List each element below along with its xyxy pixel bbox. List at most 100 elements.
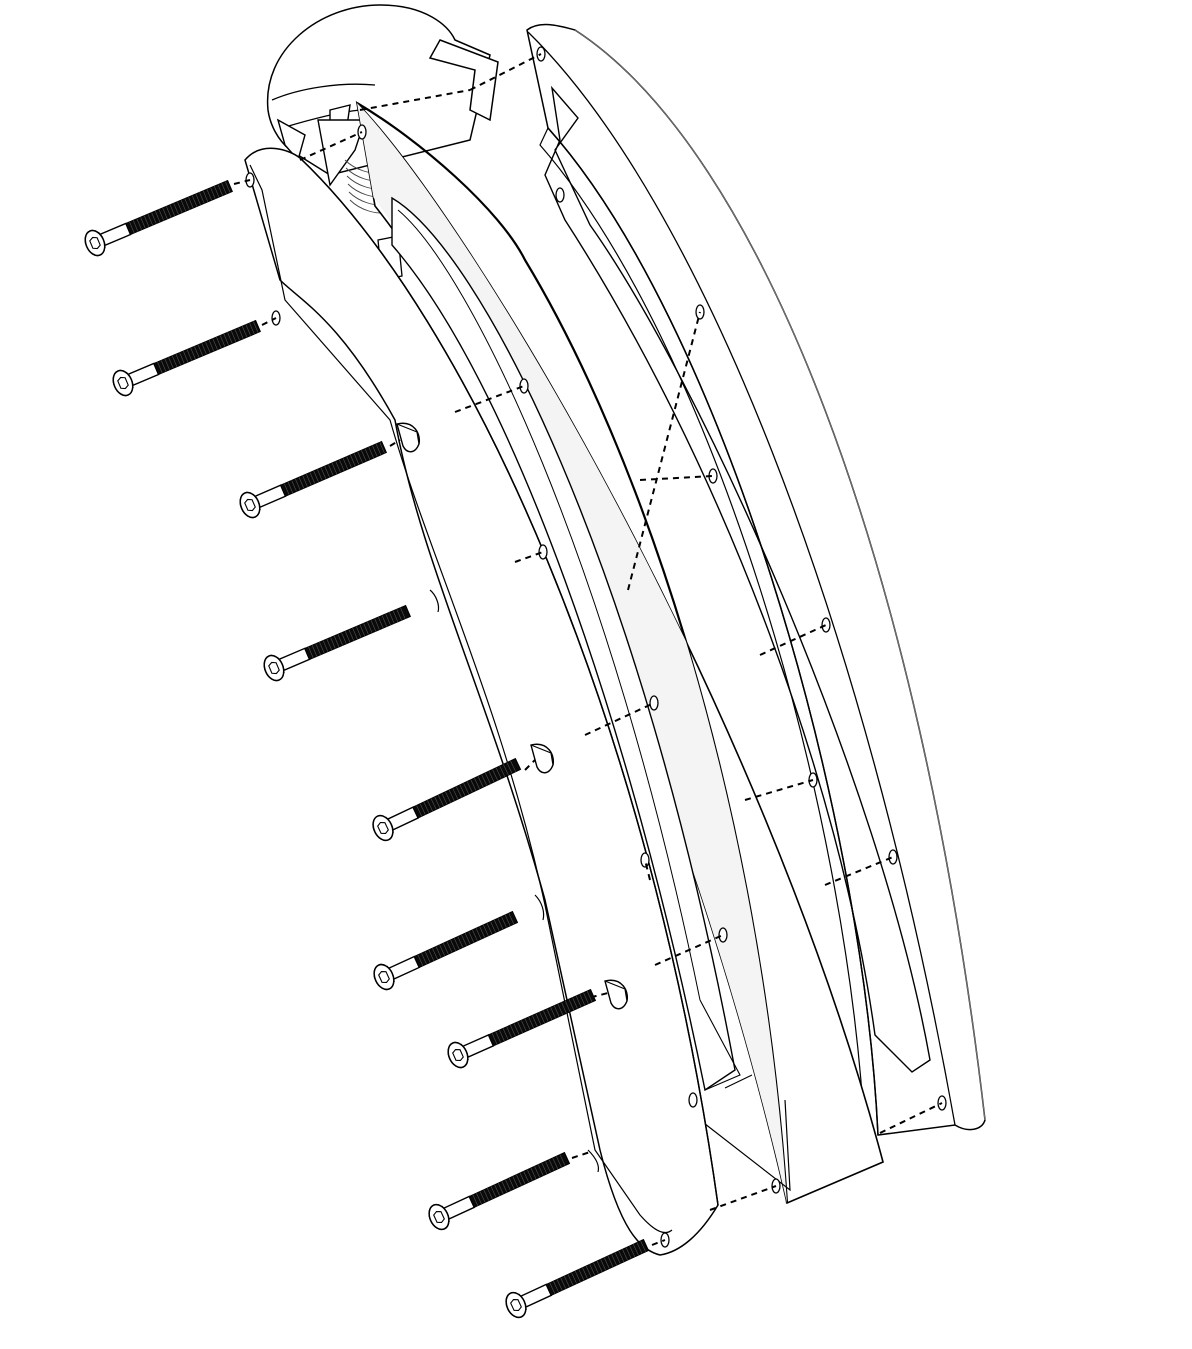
thread-ridge [604,1257,610,1269]
rear-plate-lip [539,127,866,1141]
thread-ridge [212,338,218,350]
thread-ridge [556,1156,562,1168]
thread-ridge [249,322,255,335]
thread-ridge [169,204,175,216]
thread-ridge [132,220,139,232]
thread-ridge [505,1179,511,1191]
cap-screw-1 [84,179,233,257]
guide-line-15 [644,859,651,881]
thread-ridge [234,329,240,341]
guide-line-4 [469,53,542,91]
dome-bracket [428,39,499,122]
thread-ridge [622,1249,628,1261]
guide-line-3 [359,89,471,111]
cap-screw-8 [428,1151,571,1231]
thread-ridge [435,946,442,958]
thread-ridge [618,1250,625,1262]
thread-ridge [151,212,157,224]
thread-ridge [309,472,316,484]
thread-ridge [375,443,382,456]
thread-ridge [457,936,464,948]
thread-ridge [575,995,582,1007]
thread-ridge [396,609,402,621]
thread-ridge [157,361,163,374]
hex-socket-icon [378,970,390,984]
thread-ridge [448,789,455,801]
thread-ridge [459,784,466,796]
guide-line-5 [261,317,277,326]
thread-ridge [206,189,212,201]
thread-ridge [519,1172,526,1185]
screw-thread [412,757,522,819]
guide-line-2 [299,131,363,161]
thread-ridge [361,450,367,462]
thread-ridge [424,951,431,963]
frame-window-bevel [699,999,753,1091]
thread-ridge [164,358,170,370]
hex-socket-icon [268,661,280,675]
thread-ridge [490,1186,497,1198]
thread-ridge [348,629,354,641]
thread-ridge [586,990,593,1003]
thread-ridge [553,1280,559,1293]
thread-ridge [483,924,489,936]
thread-ridge [503,764,509,776]
thread-ridge [527,1169,533,1181]
hole-frame-5 [640,852,650,868]
thread-ridge [488,771,495,783]
front-plate-notch-3 [587,1149,600,1173]
thread-ridge [629,1245,636,1257]
hole-frame-2 [519,378,529,394]
thread-ridge [437,795,444,807]
thread-ridge [596,1260,603,1273]
thread-ridge [579,994,585,1006]
thread-ridge [578,1269,585,1281]
hex-socket-icon [433,1210,445,1224]
thread-ridge [508,1177,515,1190]
thread-ridge [197,344,203,356]
thread-ridge [359,624,365,637]
guide-line-21 [709,1185,777,1211]
thread-ridge [328,464,334,476]
front-cover-plate [244,147,719,1256]
thread-ridge [352,627,358,640]
thread-ridge [614,1252,621,1264]
thread-ridge [302,475,308,487]
thread-ridge [216,336,222,349]
guide-line-1 [233,179,251,185]
thread-ridge [330,637,336,649]
thread-ridge [368,446,374,459]
thread-ridge [452,788,459,800]
thread-ridge [508,913,515,925]
thread-ridge [548,1159,555,1171]
thread-ridge [574,1270,581,1283]
thread-ridge [559,1154,566,1166]
guide-line-13 [759,624,827,656]
thread-ridge [443,943,449,955]
thread-ridge [510,1025,516,1037]
thread-ridge [230,330,237,342]
thread-ridge [367,621,373,633]
thread-ridge [512,1176,519,1188]
thread-ridge [497,918,504,930]
hex-socket-icon [89,236,101,250]
thread-ridge [556,1279,563,1291]
cap-screw-4 [263,604,412,682]
thread-ridge [504,914,511,926]
screw-thread [304,604,412,661]
thread-ridge [583,992,589,1004]
hex-socket-icon [244,498,256,512]
guide-line-20 [651,1239,666,1246]
rear-plate-face [527,31,956,1126]
thread-ridge [492,769,498,781]
insert-nut-2 [530,743,555,774]
thread-ridge [477,776,484,788]
thread-ridge [379,442,385,454]
thread-ridge [357,451,363,463]
thread-ridge [201,343,207,355]
thread-ridge [213,186,220,198]
thread-ridge [593,1262,599,1274]
thread-ridge [513,1023,520,1035]
thread-ridge [441,793,448,805]
